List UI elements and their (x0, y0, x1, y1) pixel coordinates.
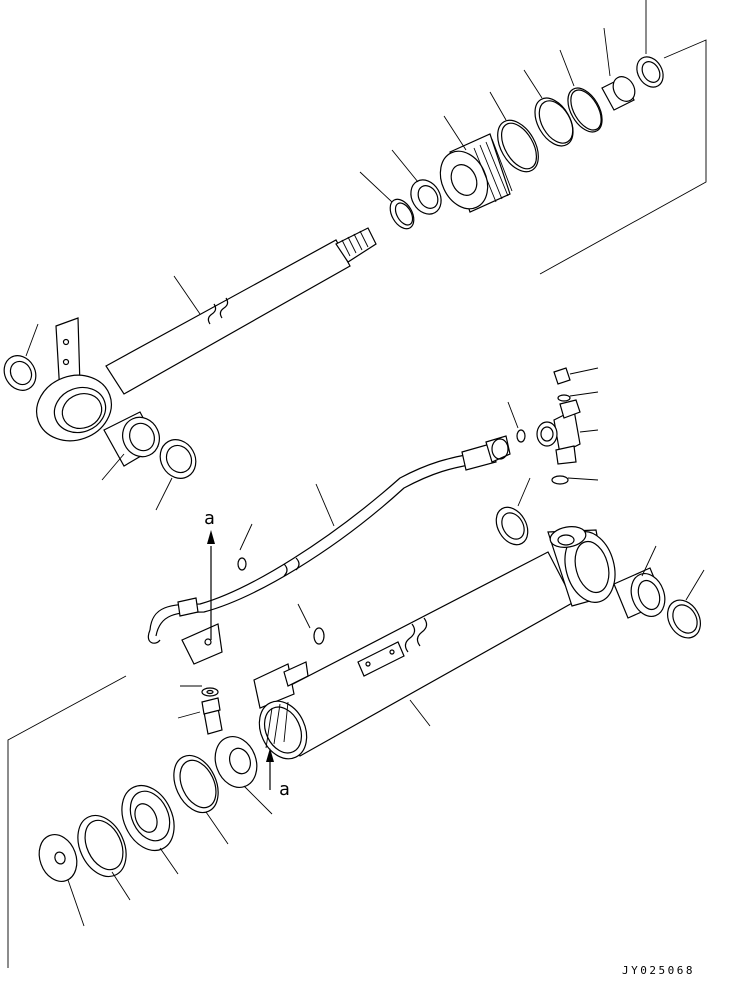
piston-wear-ring (523, 69, 574, 147)
fitting-plug (553, 367, 599, 385)
lower-assembly-frame (7, 675, 127, 968)
rod-end-eye (36, 317, 112, 442)
piston-bushing (601, 27, 636, 111)
view-arrow-bottom: a (266, 748, 290, 800)
rod-end-left-seal (3, 323, 39, 391)
elbow-fitting (536, 399, 599, 465)
view-marker-label-top: a (204, 508, 215, 529)
cylinder-tube (253, 551, 575, 760)
fitting-o-ring-lower (551, 475, 599, 485)
hose-clamp (177, 523, 253, 665)
hydraulic-hose (147, 435, 511, 644)
clamp-washer (180, 685, 219, 697)
head-seal (77, 814, 131, 901)
rod-end-bushing (101, 411, 160, 481)
tube-port-seal (495, 477, 531, 546)
piston-rod (105, 227, 377, 395)
cylinder-head (121, 784, 179, 875)
clamp-bolt (177, 697, 223, 735)
upper-assembly-frame (539, 39, 707, 275)
view-marker-label-bottom: a (279, 779, 290, 800)
head-retaining-ring (173, 754, 229, 845)
piston-nut (391, 149, 442, 215)
rod-end-dust-seal (155, 439, 197, 511)
head-nut (214, 736, 273, 815)
fitting-o-ring-upper (557, 391, 599, 402)
tube-port-o-ring (297, 603, 325, 645)
drawing-code: JY025068 (622, 964, 695, 977)
piston-seal-ring (559, 49, 603, 133)
bottom-dust-seal (667, 569, 705, 639)
snap-ring (359, 171, 415, 230)
piston (439, 115, 513, 213)
piston-end-seal (636, 0, 664, 88)
bottom-bushing (613, 545, 666, 619)
head-washer (38, 834, 85, 927)
hose-o-ring (507, 401, 526, 443)
view-arrow-top: a (204, 508, 215, 640)
tube-bottom-eye (547, 526, 616, 607)
piston-o-ring (489, 91, 539, 173)
